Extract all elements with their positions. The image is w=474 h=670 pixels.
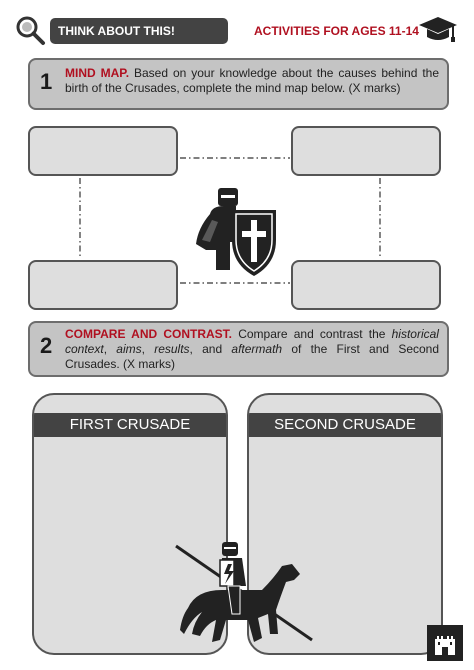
step-number: 2 <box>40 333 53 358</box>
instruction-text: MIND MAP. Based on your knowledge about … <box>65 66 439 96</box>
instruction-text: COMPARE AND CONTRAST. Compare and contra… <box>65 327 439 372</box>
header-banner: THINK ABOUT THIS! <box>50 18 228 44</box>
castle-icon <box>427 625 463 661</box>
compare-contrast-instruction: 2 COMPARE AND CONTRAST. Compare and cont… <box>28 321 449 377</box>
instruction-body: Based on your knowledge about the causes… <box>65 66 440 95</box>
instruction-body: , <box>141 342 155 356</box>
instruction-body: Compare and contrast the <box>232 327 392 341</box>
mind-map-box-top-left[interactable] <box>28 126 178 176</box>
instruction-keyword: COMPARE AND CONTRAST. <box>65 327 233 341</box>
knight-shield-icon <box>188 184 284 280</box>
first-crusade-title: FIRST CRUSADE <box>34 413 226 437</box>
instruction-body: of the First and Second Crusades. (X mar… <box>65 342 440 371</box>
instruction-body: , and <box>189 342 232 356</box>
mind-map-box-bottom-left[interactable] <box>28 260 178 310</box>
mind-map-box-bottom-right[interactable] <box>291 260 441 310</box>
search-icon <box>14 14 46 46</box>
instruction-emphasis: results <box>154 342 190 356</box>
instruction-body: , <box>103 342 117 356</box>
instruction-keyword: MIND MAP. <box>65 66 130 80</box>
mind-map-box-top-right[interactable] <box>291 126 441 176</box>
instruction-emphasis: aftermath <box>231 342 283 356</box>
mind-map-instruction: 1 MIND MAP. Based on your knowledge abou… <box>28 58 449 110</box>
second-crusade-panel[interactable]: SECOND CRUSADE <box>247 393 443 655</box>
second-crusade-title: SECOND CRUSADE <box>249 413 441 437</box>
mounted-knight-icon <box>170 538 320 660</box>
step-number: 1 <box>40 69 53 94</box>
instruction-emphasis: aims <box>116 342 142 356</box>
graduation-cap-icon <box>418 14 458 46</box>
instruction-emphasis: historical context <box>65 327 439 356</box>
activities-age-label: ACTIVITIES FOR AGES 11-14 <box>254 24 419 38</box>
